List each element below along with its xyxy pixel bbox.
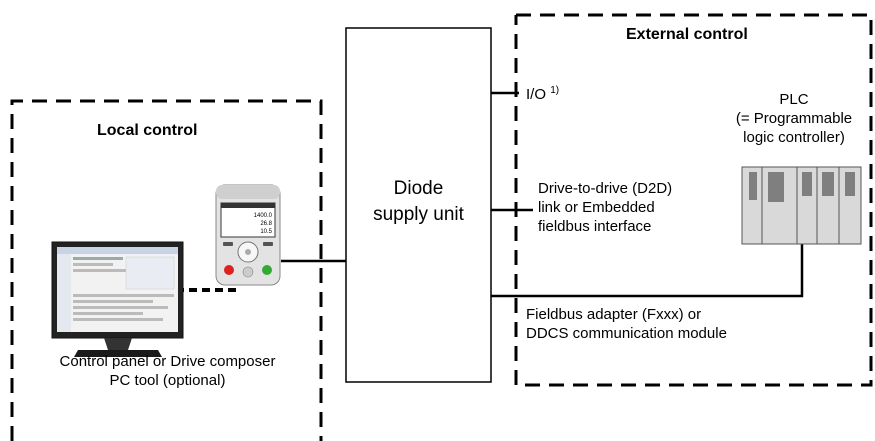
supply-unit-label-line-2: supply unit [373,204,464,225]
control-panel-icon: 1400.0 26.8 10.5 [215,184,281,286]
d2d-label-line-1: Drive-to-drive (D2D) [538,180,673,197]
panel-value-3: 10.5 [260,229,272,235]
pc-caption-line-2: PC tool (optional) [109,372,226,389]
plc-label-line-2: (= Programmable [735,110,853,127]
fieldbus-label: Fieldbus adapter (Fxxx) or DDCS communic… [526,305,727,343]
plc-label-line-1: PLC [779,91,809,108]
pc-caption-line-1: Control panel or Drive composer [59,353,276,370]
io-label-text: I/O [526,86,547,103]
plc-label: PLC (= Programmable logic controller) [714,90,874,147]
io-footnote: 1) [550,85,560,96]
local-control-boundary [10,99,323,441]
panel-value-1: 1400.0 [254,213,273,219]
local-control-title: Local control [97,122,198,139]
fieldbus-label-line-2: DDCS communication module [526,325,727,342]
supply-unit-box [345,27,492,383]
external-control-boundary [514,13,873,387]
fieldbus-connection-line [491,244,804,298]
supply-unit-label: Diode supply unit [346,176,491,228]
fieldbus-label-line-1: Fieldbus adapter (Fxxx) or [526,306,702,323]
d2d-label-line-3: fieldbus interface [538,218,652,235]
pc-monitor-icon [51,241,184,357]
d2d-label-line-2: link or Embedded [538,199,655,216]
pc-caption: Control panel or Drive composer PC tool … [30,352,305,390]
d2d-label: Drive-to-drive (D2D) link or Embedded fi… [538,179,672,236]
plc-label-line-3: logic controller) [743,129,845,146]
supply-unit-label-line-1: Diode [393,178,444,199]
plc-icon [741,166,862,245]
panel-value-2: 26.8 [260,221,272,227]
io-label: I/O 1) [526,81,559,104]
external-control-title: External control [626,26,748,43]
